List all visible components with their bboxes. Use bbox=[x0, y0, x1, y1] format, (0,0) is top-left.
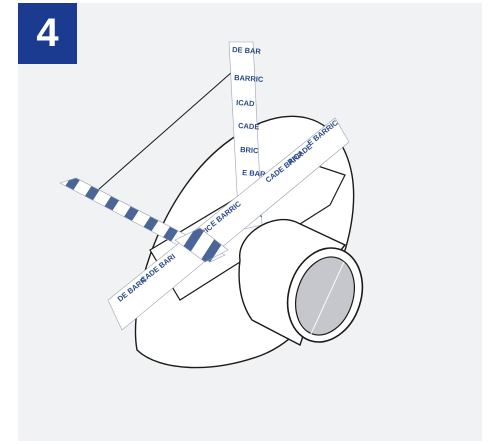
svg-text:BRIC: BRIC bbox=[240, 145, 259, 155]
step-number-badge: 4 bbox=[18, 3, 77, 64]
svg-text:ICAD: ICAD bbox=[236, 98, 255, 108]
svg-text:CADE: CADE bbox=[238, 121, 260, 131]
